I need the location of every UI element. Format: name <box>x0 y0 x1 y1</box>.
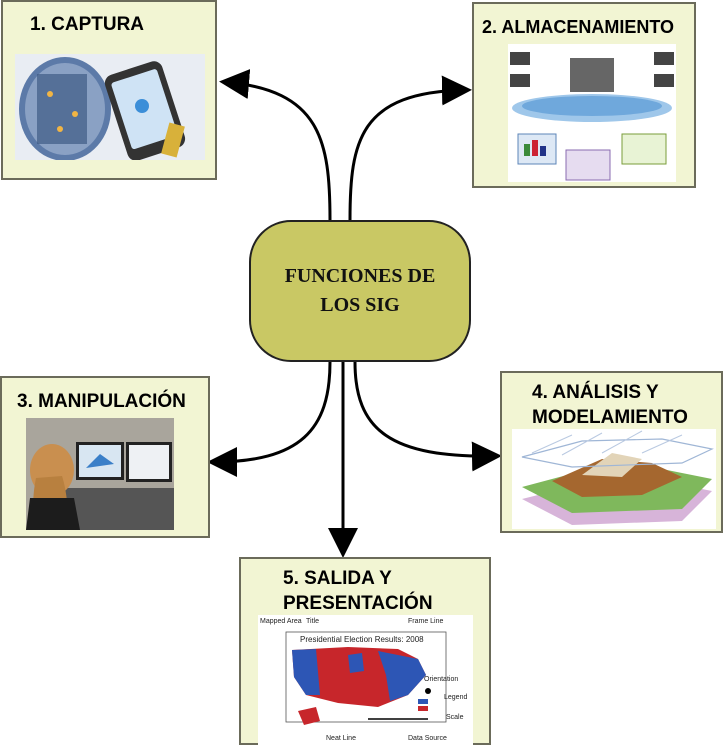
map-neat-line-label: Neat Line <box>326 735 356 742</box>
center-line-2: LOS SIG <box>320 294 400 316</box>
box-manipulacion: 3. MANIPULACIÓN <box>0 376 210 538</box>
map-scale-label: Scale <box>446 714 464 721</box>
arrow-to-almacenamiento <box>348 75 472 221</box>
box-salida: 5. SALIDA Y PRESENTACIÓN Mapped Area Tit… <box>239 557 491 745</box>
central-node: FUNCIONES DE LOS SIG <box>249 220 471 362</box>
arrow-to-captura <box>219 69 332 221</box>
salida-map-figure: Mapped Area Title Frame Line Presidentia… <box>258 615 473 745</box>
salida-title-line-2: PRESENTACIÓN <box>283 593 433 614</box>
arrow-to-manipulacion <box>207 361 332 477</box>
analisis-title-line-2: MODELAMIENTO <box>532 407 688 428</box>
almacenamiento-image <box>508 44 676 182</box>
map-legend-label: Legend <box>444 694 467 701</box>
captura-title: 1. CAPTURA <box>30 14 145 35</box>
salida-title-line-1: 5. SALIDA Y <box>283 568 392 589</box>
captura-image <box>15 54 205 160</box>
map-orientation-label: Orientation <box>424 676 458 683</box>
center-line-1: FUNCIONES DE <box>284 265 436 287</box>
map-mapped-area-label: Mapped Area <box>260 618 302 625</box>
map-data-source-label: Data Source <box>408 735 447 742</box>
manipulacion-image <box>26 418 174 530</box>
arrow-to-analisis <box>353 361 502 472</box>
analisis-image <box>512 429 716 529</box>
analisis-title-line-1: 4. ANÁLISIS Y <box>532 382 659 403</box>
almacenamiento-title: 2. ALMACENAMIENTO <box>482 17 675 37</box>
map-heading: Presidential Election Results: 2008 <box>300 635 424 644</box>
box-almacenamiento: 2. ALMACENAMIENTO <box>472 2 696 188</box>
map-frame-line-label: Frame Line <box>408 618 444 625</box>
map-title-label: Title <box>306 618 319 625</box>
box-captura: 1. CAPTURA <box>1 0 217 180</box>
manipulacion-title: 3. MANIPULACIÓN <box>17 391 186 412</box>
box-analisis: 4. ANÁLISIS Y MODELAMIENTO <box>500 371 723 533</box>
